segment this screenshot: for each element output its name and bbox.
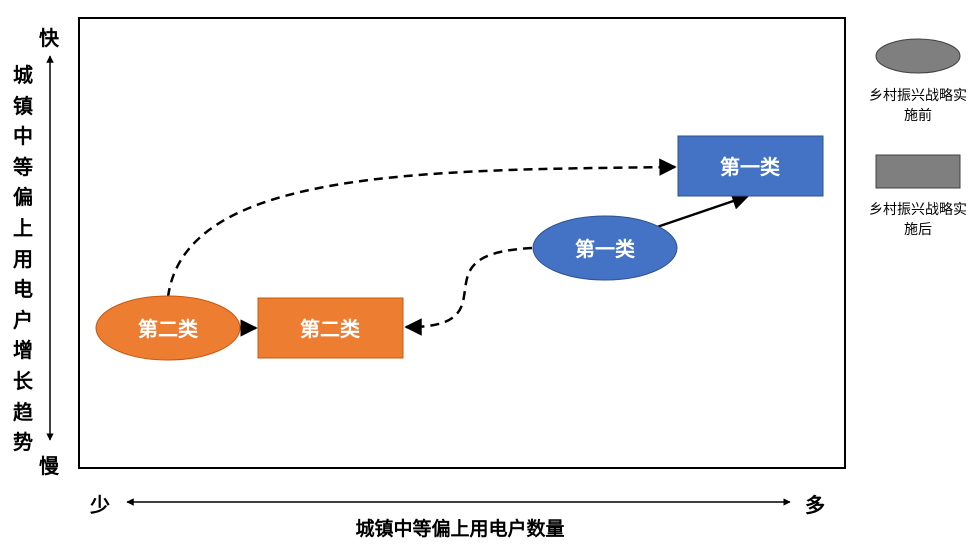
legend-rect-icon <box>875 154 961 189</box>
plot-frame <box>78 17 846 469</box>
legend-after-label: 乡村振兴战略实施后 <box>869 202 967 238</box>
node-cat2-after-shape <box>257 297 404 359</box>
node-cat1-after: 第一类 <box>677 135 824 197</box>
node-cat1-before: 第一类 <box>532 215 678 281</box>
legend-ellipse-icon <box>875 38 961 74</box>
x-axis-label: 城镇中等偏上用电户数量 <box>355 518 565 540</box>
node-cat1-before-shape <box>532 215 678 281</box>
node-cat2-after-label: 第二类 <box>300 317 360 341</box>
y-axis-label: 城镇中等偏上用电户增长趋势 <box>13 63 33 455</box>
node-cat1-after-shape <box>677 135 824 197</box>
y-axis-bottom-end: 慢 <box>39 454 59 478</box>
connector-cat2-dashed-to-cat1-after <box>166 158 677 298</box>
node-cat1-after-label: 第一类 <box>720 155 780 179</box>
node-cat2-before-label: 第二类 <box>138 317 198 341</box>
connector-cat1-dashed-to-cat2-after <box>404 246 533 336</box>
y-axis-top-end: 快 <box>39 26 59 50</box>
x-axis-left-end: 少 <box>90 493 110 517</box>
connector-cat1-solid <box>656 192 750 229</box>
legend-before-label: 乡村振兴战略实施前 <box>869 88 967 124</box>
node-cat2-after: 第二类 <box>257 297 404 359</box>
node-cat1-before-label: 第一类 <box>575 237 635 261</box>
node-cat2-before-shape <box>95 295 241 361</box>
x-axis-right-end: 多 <box>805 493 825 517</box>
node-cat2-before: 第二类 <box>95 295 241 361</box>
